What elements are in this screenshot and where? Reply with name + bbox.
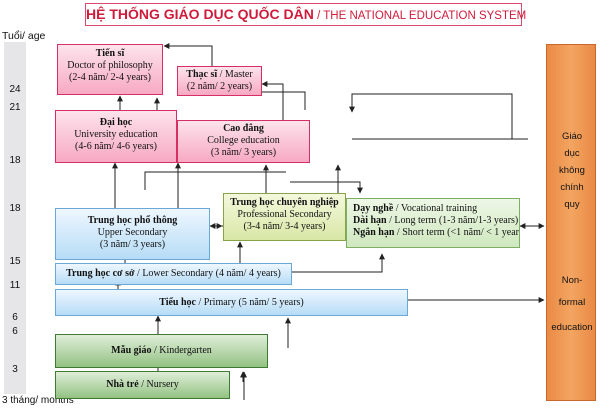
age-tick: 11 [9, 280, 21, 291]
non-formal-vn-line: dục [564, 148, 580, 159]
master-duration: (2 năm/ 2 years) [186, 81, 253, 92]
non-formal-vn-line: quy [564, 199, 580, 210]
master-box: Thạc sĩ / Master (2 năm/ 2 years) [177, 66, 262, 96]
college-en: College education [207, 135, 280, 146]
vocational-title-vn: Dạy nghề [353, 203, 394, 214]
doctor-box: Tiến sĩ Doctor of philosophy (2-4 năm/ 2… [57, 44, 163, 95]
prof-secondary-en: Professional Secondary [237, 209, 332, 220]
diagram-title: HỆ THỐNG GIÁO DỤC QUỐC DÂN / THE NATIONA… [85, 3, 526, 26]
arrow-college-to-master [261, 81, 284, 120]
lower-secondary-box: Trung học cơ sở / Lower Secondary (4 năm… [55, 263, 292, 285]
non-formal-en-line: education [551, 322, 593, 333]
primary-box: Tiểu học / Primary (5 năm/ 5 years) [55, 289, 408, 316]
upper-secondary-duration: (3 năm/ 3 years) [99, 239, 166, 250]
primary-vn: Tiểu học [159, 297, 196, 308]
arrow-link-line [144, 171, 286, 190]
arrow-lower-to-vocational [292, 253, 385, 273]
age-tick: 24 [9, 84, 21, 95]
age-tick: 21 [9, 102, 21, 113]
age-tick: 18 [9, 155, 21, 166]
non-formal-vn-line: Giáo [561, 131, 583, 142]
kindergarten-en: Kindergarten [159, 345, 212, 356]
age-tick: 18 [9, 203, 21, 214]
university-en: University education [74, 129, 158, 140]
doctor-vn: Tiến sĩ [95, 48, 125, 59]
nursery-en: Nursery [146, 379, 179, 390]
university-vn: Đại học [99, 117, 133, 128]
vocational-title-en: Vocational training [400, 203, 478, 214]
lower-secondary-en: Lower Secondary (4 năm/ 4 years) [142, 268, 281, 279]
title-en: THE NATIONAL EDUCATION SYSTEM [323, 10, 527, 22]
vocational-long-vn: Dài hạn [353, 215, 387, 226]
non-formal-education-column: Giáo dục không chính quy Non- formal edu… [546, 44, 596, 401]
university-duration: (4-6 năm/ 4-6 years) [75, 141, 157, 152]
non-formal-vn-line: không [559, 165, 585, 176]
age-tick: 15 [9, 256, 21, 267]
age-axis: 24 21 18 18 15 11 6 6 3 [4, 42, 26, 394]
upper-secondary-vn: Trung học phổ thông [87, 215, 178, 226]
non-formal-vn-line: chính [560, 182, 584, 193]
age-axis-header: Tuổi/ age [2, 30, 46, 42]
kindergarten-vn: Mẫu giáo [111, 345, 152, 356]
college-box: Cao đẳng College education (3 năm/ 3 yea… [177, 120, 310, 163]
age-tick: 6 [12, 312, 18, 323]
title-separator: / [313, 10, 324, 22]
title-vn: HỆ THỐNG GIÁO DỤC QUỐC DÂN [86, 6, 314, 22]
age-tick: 6 [12, 326, 18, 337]
age-axis-footer: 3 tháng/ months [2, 395, 74, 406]
kindergarten-box: Mẫu giáo / Kindergarten [55, 334, 268, 368]
vocational-box: Dạy nghề / Vocational training Dài hạn /… [346, 198, 520, 248]
master-en: Master [224, 69, 253, 80]
upper-secondary-en: Upper Secondary [97, 227, 168, 238]
prof-secondary-duration: (3-4 năm/ 3-4 years) [243, 221, 326, 232]
master-vn: Thạc sĩ [186, 69, 218, 80]
primary-en: Primary (5 năm/ 5 years) [203, 297, 304, 308]
vocational-short-en: Short term (<1 năm/ < 1 year [402, 227, 519, 238]
college-duration: (3 năm/ 3 years) [210, 147, 277, 158]
non-formal-en-line: Non- [561, 275, 583, 286]
vocational-short-vn: Ngắn hạn [353, 227, 395, 238]
lower-secondary-vn: Trung học cơ sở [66, 268, 135, 279]
prof-secondary-vn: Trung học chuyên nghiệp [230, 197, 339, 208]
arrow-nonformal-to-college [351, 93, 513, 139]
nursery-vn: Nhà trẻ [106, 379, 139, 390]
doctor-duration: (2-4 năm/ 2-4 years) [69, 72, 151, 83]
college-vn: Cao đẳng [223, 123, 264, 134]
doctor-en: Doctor of philosophy [67, 60, 153, 71]
university-box: Đại học University education (4-6 năm/ 4… [55, 110, 177, 163]
vocational-long-en: Long term (1-3 năm/1-3 years) [394, 215, 519, 226]
non-formal-en-line: formal [558, 297, 586, 308]
arrow-master-to-doctor [163, 43, 213, 66]
professional-secondary-box: Trung học chuyên nghiệp Professional Sec… [223, 193, 346, 241]
nursery-box: Nhà trẻ / Nursery [55, 371, 230, 399]
age-tick: 3 [12, 364, 18, 375]
upper-secondary-box: Trung học phổ thông Upper Secondary (3 n… [55, 208, 210, 260]
